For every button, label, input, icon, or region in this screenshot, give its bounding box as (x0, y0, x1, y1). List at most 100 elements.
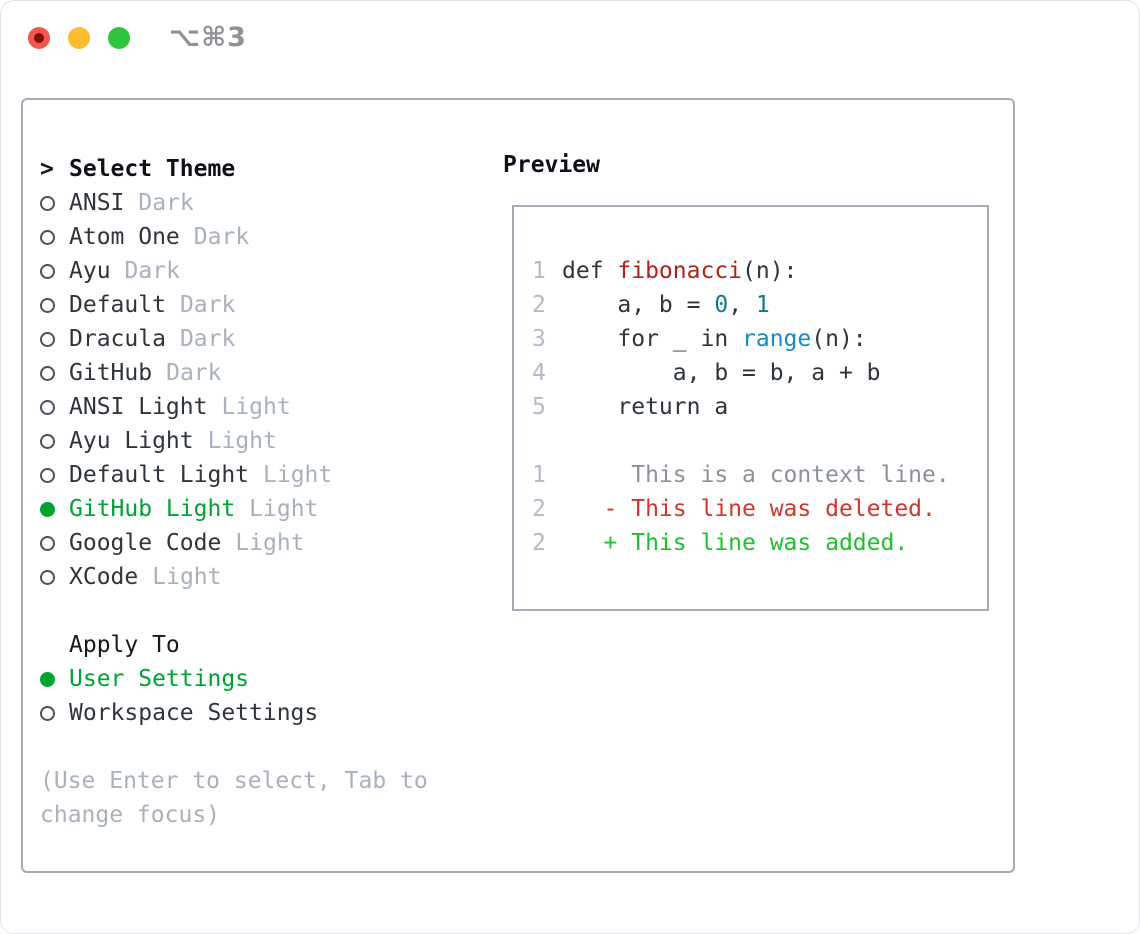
keyboard-shortcut-label: ⌥⌘3 (169, 22, 247, 53)
theme-option-name: ANSI (69, 190, 125, 216)
theme-option-variant: Dark (179, 292, 236, 318)
select-theme-heading-row: > Select Theme (40, 152, 460, 186)
code-segment: 1 (755, 292, 770, 318)
code-segment: a, b = (562, 292, 715, 318)
radio-icon (40, 671, 55, 687)
theme-option-name: Ayu Light (69, 428, 194, 454)
line-number: 4 (532, 360, 546, 386)
code-segment: return a (562, 394, 729, 420)
radio-icon (40, 467, 55, 483)
apply-to-option-label: Workspace Settings (69, 700, 319, 726)
prompt-icon: > (40, 156, 54, 182)
line-number: 1 (532, 462, 546, 488)
code-segment: (n): (811, 326, 867, 352)
close-button[interactable] (28, 27, 50, 49)
radio-icon (40, 433, 55, 449)
theme-option-variant: Dark (138, 190, 194, 216)
preview-title: Preview (503, 152, 600, 178)
code-segment: a, b = b, a + b (562, 360, 881, 386)
theme-option-variant: Light (235, 530, 305, 556)
theme-option-variant: Light (152, 564, 222, 590)
code-segment: This is a context line. (562, 462, 950, 488)
radio-icon (40, 263, 55, 279)
preview-code-line: 3 for _ in range(n): (532, 322, 950, 356)
select-theme-title: Select Theme (69, 156, 236, 182)
theme-option[interactable]: ANSI Light Light (40, 390, 460, 424)
help-text: (Use Enter to select, Tab to change focu… (40, 768, 428, 828)
line-number: 3 (532, 326, 546, 352)
radio-icon (40, 569, 55, 585)
code-segment: 0 (714, 292, 729, 318)
theme-option-variant: Dark (193, 224, 250, 250)
theme-option-name: GitHub (69, 360, 153, 386)
theme-option-variant: Light (249, 496, 319, 522)
theme-option-name: ANSI Light (69, 394, 208, 420)
radio-icon (40, 705, 55, 721)
preview-code-line: 2 - This line was deleted. (532, 492, 950, 526)
theme-option[interactable]: Google Code Light (40, 526, 460, 560)
theme-option[interactable]: Dracula Dark (40, 322, 460, 356)
line-number: 5 (532, 394, 546, 420)
line-number: 1 (532, 258, 546, 284)
theme-option-name: Google Code (69, 530, 222, 556)
line-number: 2 (532, 292, 546, 318)
preview-code-line: 1 This is a context line. (532, 458, 950, 492)
preview-code-line: 5 return a (532, 390, 950, 424)
preview-code-line: 2 + This line was added. (532, 526, 950, 560)
preview-code-line: 4 a, b = b, a + b (532, 356, 950, 390)
titlebar: ⌥⌘3 (1, 1, 1139, 76)
theme-option[interactable]: GitHub Light Light (40, 492, 460, 526)
close-dot-icon (34, 33, 44, 43)
radio-icon (40, 229, 55, 245)
line-number: 2 (532, 530, 546, 556)
theme-option[interactable]: Atom One Dark (40, 220, 460, 254)
theme-option-name: Default (69, 292, 166, 318)
theme-option-variant: Light (263, 462, 333, 488)
apply-to-heading-row: Apply To (40, 628, 460, 662)
theme-option[interactable]: ANSI Dark (40, 186, 460, 220)
radio-icon (40, 195, 55, 211)
theme-option[interactable]: XCode Light (40, 560, 460, 594)
theme-option-name: Atom One (69, 224, 180, 250)
apply-to-title: Apply To (69, 632, 180, 658)
preview-code-line (532, 424, 950, 458)
radio-icon (40, 399, 55, 415)
apply-to-option-label: User Settings (69, 666, 250, 692)
radio-icon (40, 365, 55, 381)
theme-option-variant: Dark (124, 258, 180, 284)
apply-to-option[interactable]: User Settings (40, 662, 460, 696)
theme-option-name: GitHub Light (69, 496, 236, 522)
code-segment: (n): (742, 258, 798, 284)
apply-to-option[interactable]: Workspace Settings (40, 696, 460, 730)
theme-option-name: XCode (69, 564, 139, 590)
theme-option-variant: Dark (179, 326, 236, 352)
theme-option-name: Dracula (69, 326, 166, 352)
code-segment: range (742, 326, 812, 352)
radio-icon (40, 501, 55, 517)
radio-icon (40, 535, 55, 551)
theme-option[interactable]: Default Dark (40, 288, 460, 322)
preview-code-line: 2 a, b = 0, 1 (532, 288, 950, 322)
theme-option-variant: Light (221, 394, 291, 420)
code-segment: , (728, 292, 756, 318)
code-segment: for _ in (562, 326, 743, 352)
minimize-button[interactable] (68, 27, 90, 49)
code-segment: fibonacci (617, 258, 743, 284)
zoom-button[interactable] (108, 27, 130, 49)
code-segment: - This line was deleted. (562, 496, 936, 522)
code-segment: + This line was added. (562, 530, 909, 556)
line-number: 2 (532, 496, 546, 522)
radio-icon (40, 297, 55, 313)
